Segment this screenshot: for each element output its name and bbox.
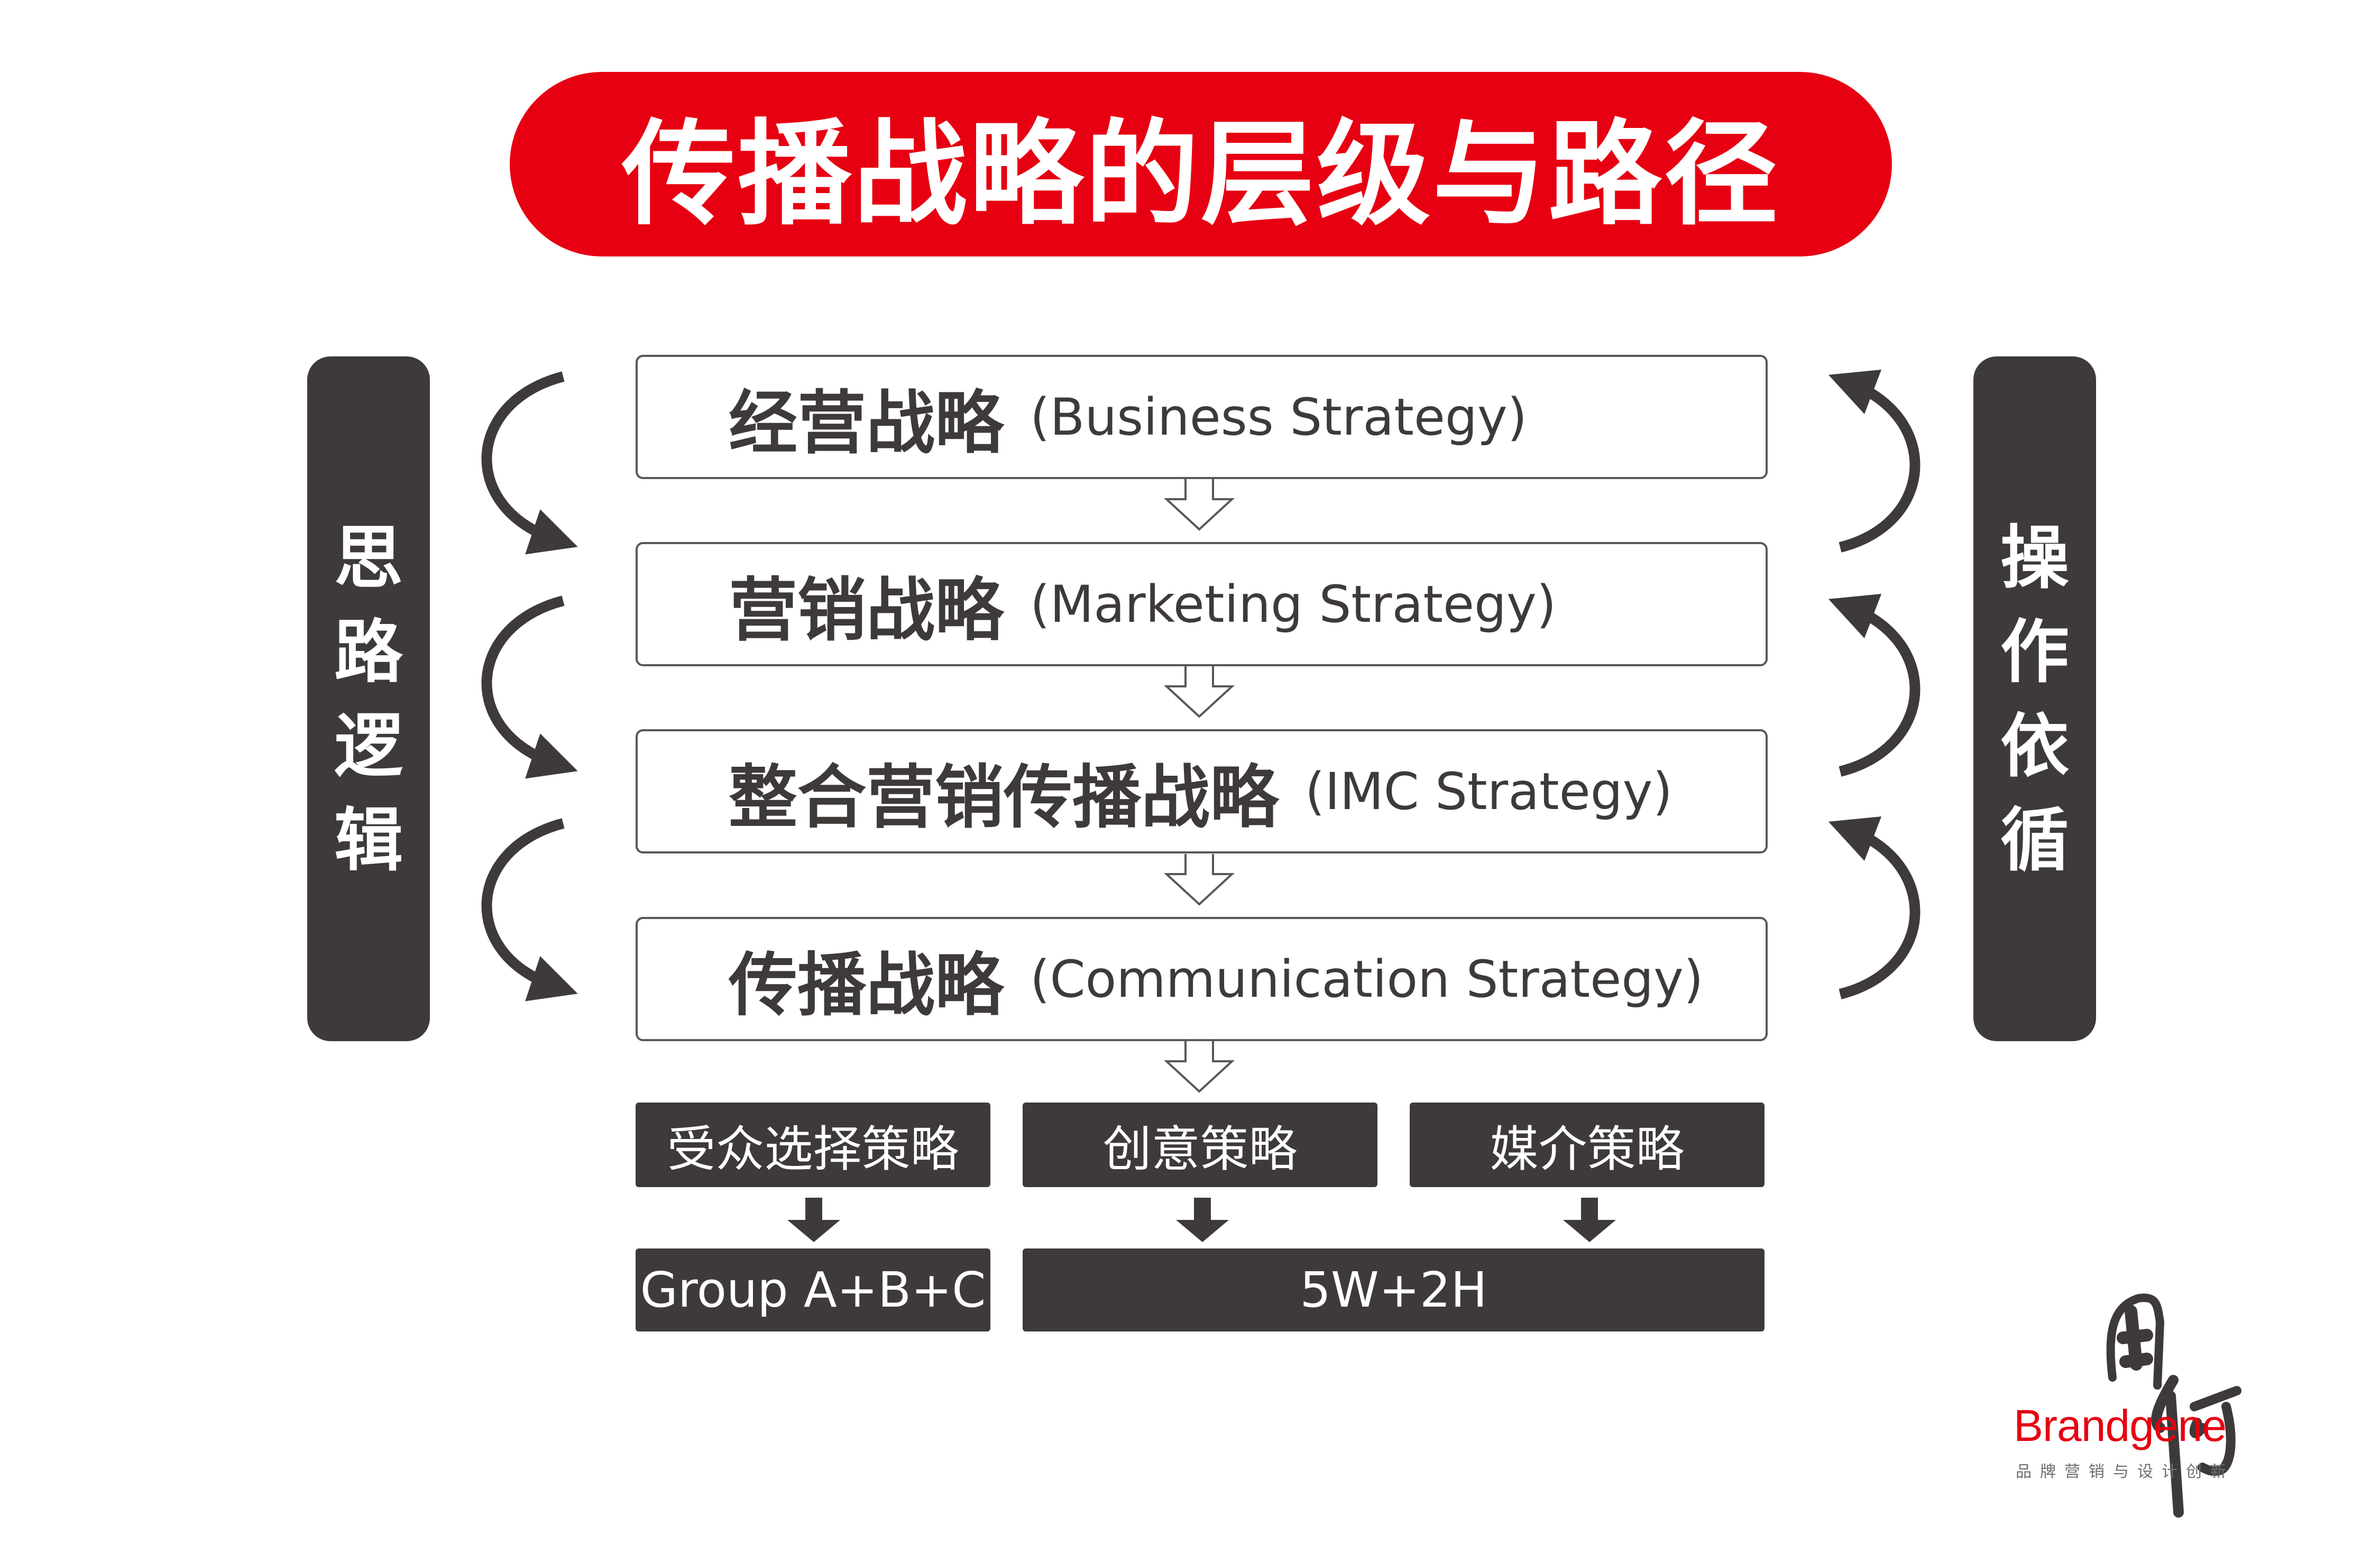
right-bar-operation-basis: 操 作 依 循 xyxy=(1973,356,2096,1041)
page-title: 传播战略的层级与路径 xyxy=(510,72,1892,256)
level-en: (Marketing Strategy) xyxy=(1030,574,1557,634)
right-bar-char: 循 xyxy=(2000,800,2069,880)
audience-strategy-box: 受众选择策略 xyxy=(636,1103,990,1187)
calligraphy-logo-mark xyxy=(2106,1293,2241,1518)
down-arrow-hollow-icon xyxy=(1163,666,1235,718)
down-arrow-hollow-icon xyxy=(1163,854,1235,906)
level-cn: 经营战略 xyxy=(729,382,1004,463)
level-en: (IMC Strategy) xyxy=(1305,761,1673,821)
curved-arrow-down-icon xyxy=(481,818,578,1002)
level-box-imc: 整合营销传播战略 (IMC Strategy) xyxy=(636,729,1768,853)
right-bar-char: 作 xyxy=(2000,611,2069,692)
group-output-box: Group A+B+C xyxy=(636,1248,990,1331)
curved-arrow-down-icon xyxy=(481,371,578,555)
level-cn: 整合营销传播战略 xyxy=(729,757,1279,838)
curved-arrow-up-icon xyxy=(1828,594,1920,777)
level-box-communication: 传播战略 (Communication Strategy) xyxy=(636,917,1768,1041)
level-box-business: 经营战略 (Business Strategy) xyxy=(636,355,1768,479)
creative-strategy-box: 创意策略 xyxy=(1023,1103,1377,1187)
left-bar-char: 路 xyxy=(334,611,403,692)
5w2h-output-box: 5W+2H xyxy=(1023,1248,1765,1331)
level-en: (Business Strategy) xyxy=(1030,387,1528,447)
curved-arrow-up-icon xyxy=(1828,370,1920,553)
brand-tagline: 品牌营销与设计创新 xyxy=(2016,1463,2235,1481)
level-cn: 传播战略 xyxy=(729,944,1004,1025)
left-bar-thinking-logic: 思 路 逻 辑 xyxy=(307,356,430,1041)
level-box-marketing: 营销战略 (Marketing Strategy) xyxy=(636,542,1768,666)
down-arrow-solid-icon xyxy=(1563,1198,1616,1242)
curved-arrow-down-icon xyxy=(481,595,578,779)
media-strategy-box: 媒介策略 xyxy=(1410,1103,1765,1187)
down-arrow-hollow-icon xyxy=(1163,1041,1235,1093)
down-arrow-solid-icon xyxy=(787,1198,840,1242)
left-bar-char: 逻 xyxy=(334,705,403,786)
level-cn: 营销战略 xyxy=(729,570,1004,650)
left-bar-char: 思 xyxy=(334,517,403,598)
level-en: (Communication Strategy) xyxy=(1030,949,1704,1009)
curved-arrow-up-icon xyxy=(1828,816,1920,999)
brand-logo-text: Brandgene xyxy=(2014,1401,2227,1450)
left-bar-char: 辑 xyxy=(334,800,403,880)
right-bar-char: 操 xyxy=(2000,517,2069,598)
right-bar-char: 依 xyxy=(2000,705,2069,786)
down-arrow-hollow-icon xyxy=(1163,479,1235,531)
down-arrow-solid-icon xyxy=(1176,1198,1229,1242)
